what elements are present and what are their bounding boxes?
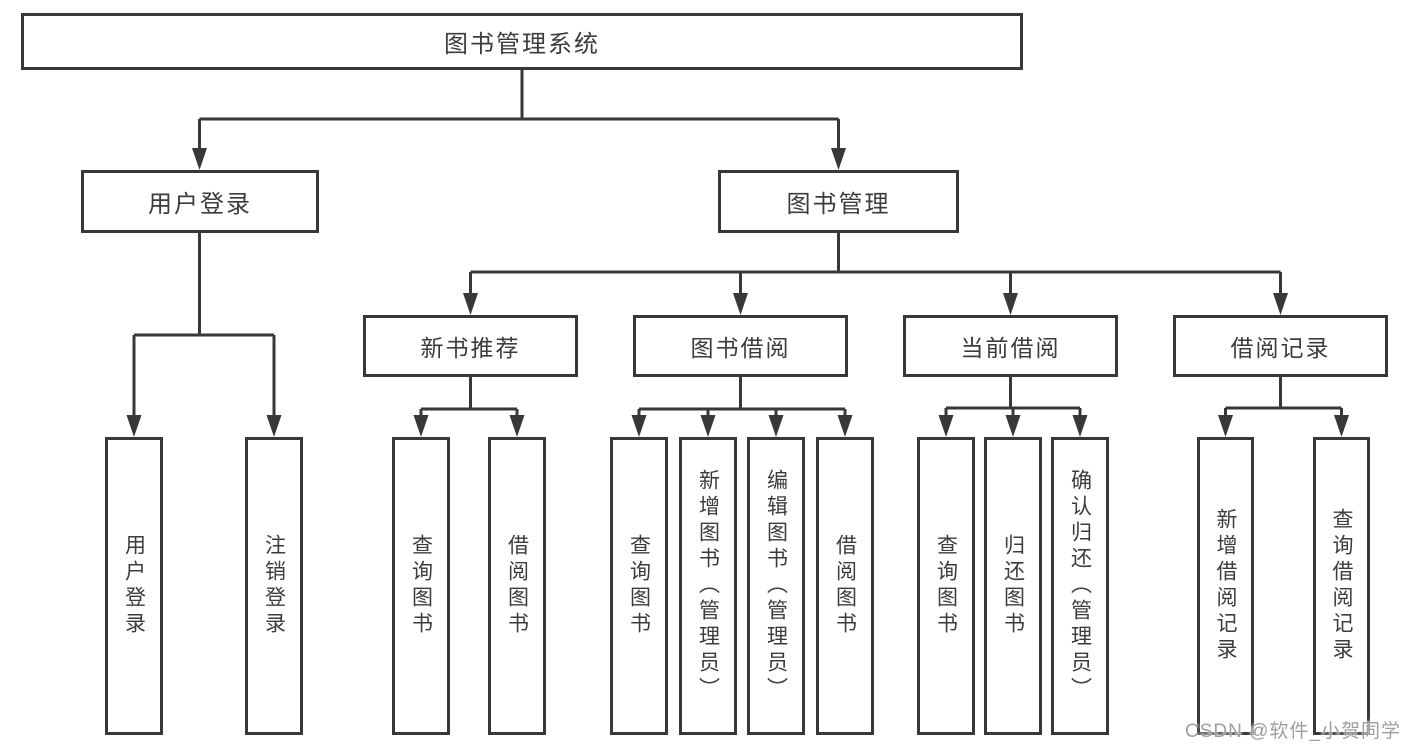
node-new-book-recommend: 新书推荐 bbox=[363, 315, 578, 377]
leaf-user-login: 用户登录 bbox=[105, 437, 163, 735]
leaf-borrow-add-books-admin-label: 新增图书（管理员） bbox=[696, 469, 720, 703]
csdn-watermark: CSDN @软件_小贺同学 bbox=[1185, 721, 1401, 742]
leaf-current-confirm-return-admin: 确认归还（管理员） bbox=[1051, 437, 1109, 735]
leaf-borrow-query-books-label: 查询图书 bbox=[627, 534, 651, 638]
leaf-borrow-edit-books-admin: 编辑图书（管理员） bbox=[747, 437, 805, 735]
arrowheads bbox=[126, 148, 1349, 437]
leaf-current-return-books: 归还图书 bbox=[984, 437, 1042, 735]
node-book-borrow-label: 图书借阅 bbox=[690, 335, 791, 361]
leaf-records-add-record: 新增借阅记录 bbox=[1197, 437, 1254, 735]
node-user-login: 用户登录 bbox=[81, 170, 319, 233]
leaf-current-confirm-return-admin-label: 确认归还（管理员） bbox=[1068, 469, 1092, 703]
node-root-label: 图书管理系统 bbox=[444, 31, 600, 58]
node-user-login-label: 用户登录 bbox=[148, 191, 252, 218]
node-root-system: 图书管理系统 bbox=[21, 13, 1023, 70]
node-book-borrow: 图书借阅 bbox=[633, 315, 848, 377]
leaf-current-return-books-label: 归还图书 bbox=[1001, 534, 1025, 638]
node-current-borrow-label: 当前借阅 bbox=[960, 335, 1061, 361]
leaf-logout: 注销登录 bbox=[245, 437, 303, 735]
leaf-borrow-query-books: 查询图书 bbox=[610, 437, 668, 735]
leaf-recommend-query-books: 查询图书 bbox=[392, 437, 450, 735]
node-book-management-label: 图书管理 bbox=[786, 191, 891, 218]
leaf-borrow-edit-books-admin-label: 编辑图书（管理员） bbox=[764, 469, 788, 703]
leaf-records-query-record: 查询借阅记录 bbox=[1313, 437, 1370, 735]
leaf-borrow-borrow-books-label: 借阅图书 bbox=[833, 534, 857, 638]
leaf-recommend-borrow-books: 借阅图书 bbox=[488, 437, 546, 735]
leaf-current-query-books-label: 查询图书 bbox=[934, 534, 958, 638]
leaf-borrow-borrow-books: 借阅图书 bbox=[816, 437, 874, 735]
leaf-user-login-label: 用户登录 bbox=[122, 534, 146, 638]
node-current-borrow: 当前借阅 bbox=[903, 315, 1118, 377]
leaf-current-query-books: 查询图书 bbox=[917, 437, 975, 735]
leaf-logout-label: 注销登录 bbox=[262, 534, 286, 638]
node-borrow-records: 借阅记录 bbox=[1173, 315, 1388, 377]
leaf-borrow-add-books-admin: 新增图书（管理员） bbox=[679, 437, 737, 735]
node-borrow-records-label: 借阅记录 bbox=[1230, 335, 1331, 361]
leaf-records-query-record-label: 查询借阅记录 bbox=[1330, 508, 1353, 664]
leaf-recommend-query-books-label: 查询图书 bbox=[409, 534, 433, 638]
node-new-book-recommend-label: 新书推荐 bbox=[420, 335, 521, 361]
leaf-records-add-record-label: 新增借阅记录 bbox=[1214, 508, 1237, 664]
leaf-recommend-borrow-books-label: 借阅图书 bbox=[505, 534, 529, 638]
node-book-management: 图书管理 bbox=[718, 170, 959, 233]
